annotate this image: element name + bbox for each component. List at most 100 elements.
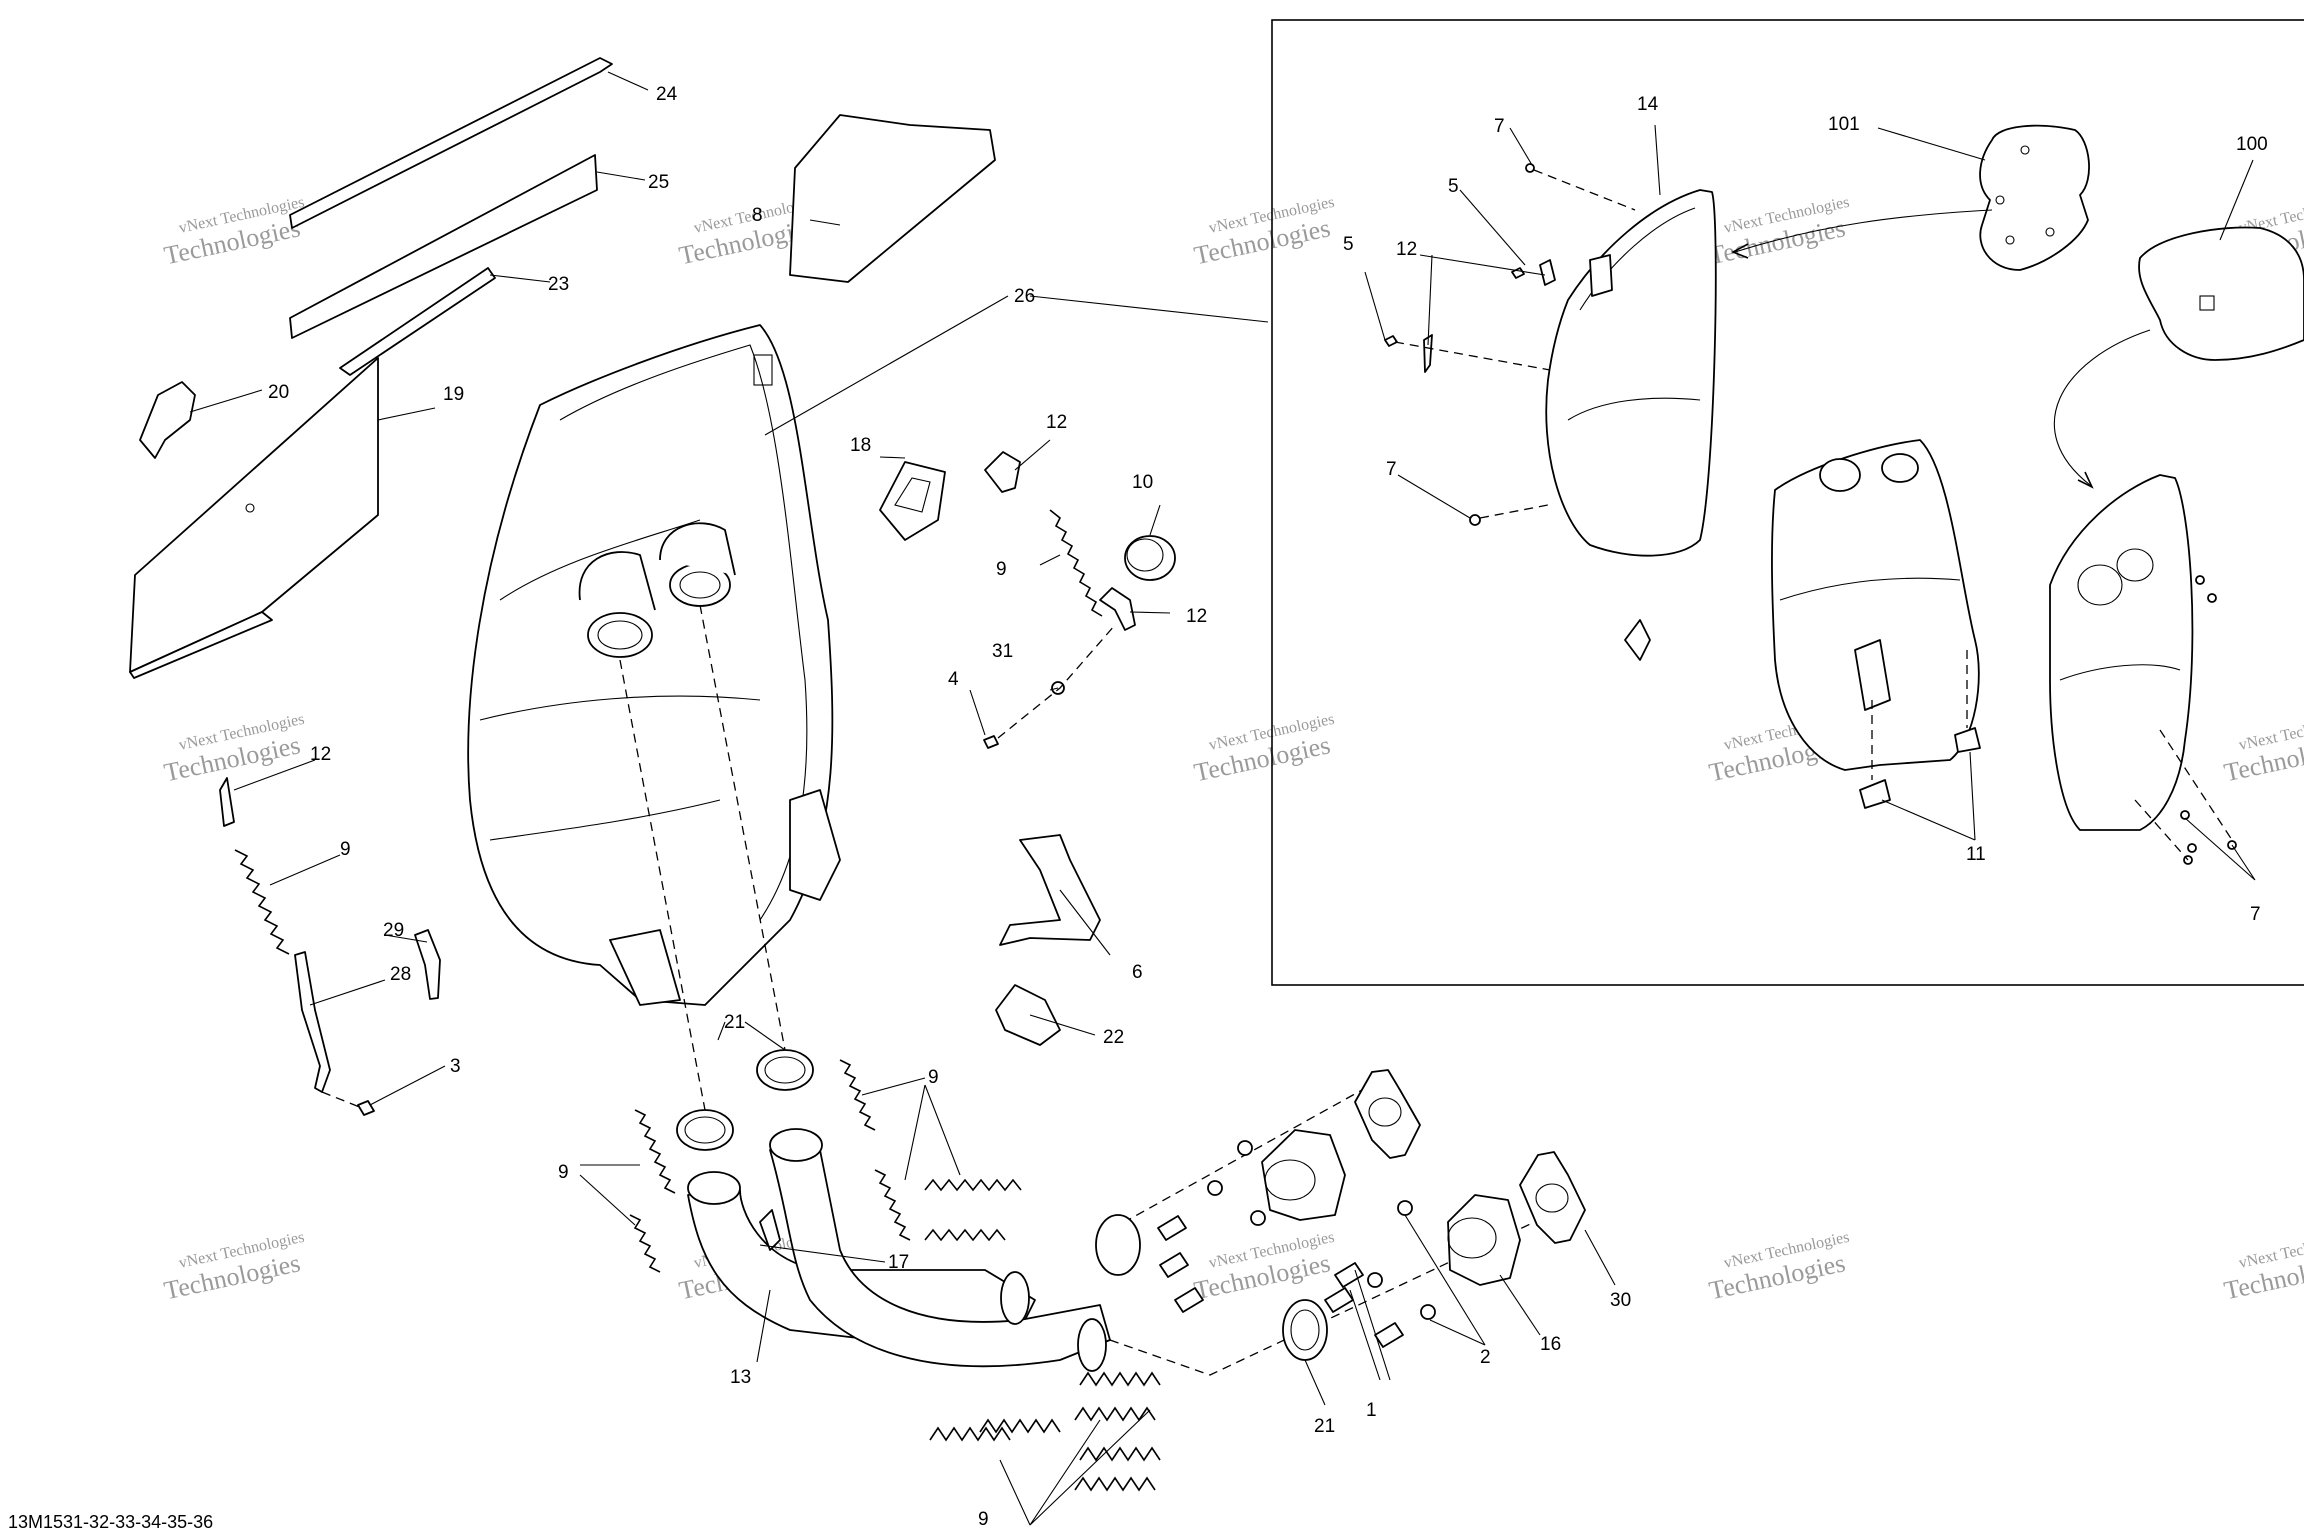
callout-19: 19 [443, 384, 464, 405]
leader-7-left [1479, 504, 1549, 519]
part-12-bracket-left [219, 777, 235, 827]
part-9-spring-upper [1049, 509, 1103, 617]
part-22-clip [995, 984, 1061, 1046]
callout-6: 6 [1132, 962, 1143, 983]
part-100-pad [2138, 226, 2304, 361]
callout-21-bottom: 21 [1314, 1416, 1335, 1437]
callout-12-left: 12 [310, 744, 331, 765]
part-30-gasket-upper [1354, 1069, 1421, 1159]
part-28-bracket [294, 951, 331, 1093]
leader-pipe-flange-lower [1109, 1209, 1561, 1376]
part-14-muffler-cover [1545, 189, 1717, 661]
part-19-lower-lip [129, 611, 273, 679]
rear-cover-port-b [2116, 548, 2154, 582]
part-9-spring-l [1079, 1446, 1161, 1462]
inset-muffler [1771, 439, 1980, 771]
inset-muffler-rear [2049, 474, 2194, 831]
callout-25: 25 [648, 172, 669, 193]
part-1-bolt-a [1157, 1215, 1187, 1241]
callout-10: 10 [1132, 472, 1153, 493]
callout-12-inset: 12 [1396, 239, 1417, 260]
callout-100: 100 [2236, 134, 2268, 155]
part-16-flange-upper [1261, 1129, 1346, 1221]
part-12-clip-inset [1539, 259, 1556, 286]
part-101-hole-c [2045, 227, 2055, 237]
part-101-hole-b [1995, 195, 2005, 205]
part-9-spring-j [1079, 1371, 1161, 1387]
callout-1: 1 [1366, 1400, 1377, 1421]
part-24-trim-strip [289, 57, 613, 229]
callout-9-left: 9 [340, 839, 351, 860]
part-1-bolt-f [1374, 1322, 1404, 1348]
part-2-washer-d [1397, 1200, 1413, 1216]
part-26-muffler [467, 324, 841, 1006]
part-7-nut-left [1469, 514, 1481, 526]
part-9-spring-k [1074, 1476, 1156, 1492]
part-23-seal-strip [339, 267, 496, 376]
part-7-nut-right-c [2180, 810, 2190, 820]
part-1-bolt-c [1174, 1287, 1204, 1313]
part-8-cover [789, 114, 996, 283]
callout-11: 11 [1966, 844, 1986, 865]
callout-16: 16 [1540, 1334, 1561, 1355]
callout-9-pipes-left: 9 [558, 1162, 569, 1183]
callout-7-left: 7 [1386, 459, 1397, 480]
callout-7-right: 7 [2250, 904, 2261, 925]
part-2-washer-b [1207, 1180, 1223, 1196]
leader-7-right [2134, 729, 2233, 861]
part-25-panel-strip [289, 154, 598, 339]
callout-2: 2 [1480, 1347, 1491, 1368]
part-10-cap [1124, 535, 1176, 581]
part-20-bracket [139, 381, 196, 459]
callout-20: 20 [268, 382, 289, 403]
callout-30: 30 [1610, 1290, 1631, 1311]
part-16-flange-lower [1447, 1194, 1521, 1286]
callout-26: 26 [1014, 286, 1035, 307]
part-7-nut-upper [1525, 163, 1535, 173]
callout-14: 14 [1637, 94, 1659, 115]
part-6-shield [999, 834, 1101, 946]
part-18-clamp [879, 461, 946, 541]
callout-9-pipes-right: 9 [928, 1067, 939, 1088]
part-16-flange-lower-bore [1447, 1217, 1497, 1259]
part-9-spring-h [979, 1418, 1061, 1434]
callout-101: 101 [1828, 114, 1860, 135]
part-7-nut-right-a [2195, 575, 2205, 585]
part-9-spring-g [929, 1426, 1011, 1442]
part-18-slot [894, 477, 931, 513]
part-21-ring-lower-inner [1290, 1309, 1320, 1351]
part-7-nut-right-b [2207, 593, 2217, 603]
part-2-washer-e [1367, 1272, 1383, 1288]
arrow-101-to-cover [1734, 209, 1993, 253]
leader-5-left [1394, 341, 1551, 371]
callout-3: 3 [450, 1056, 461, 1077]
part-2-washer-f [1420, 1304, 1436, 1320]
part-3-bolt [357, 1100, 375, 1116]
callout-5-left: 5 [1343, 234, 1354, 255]
part-1-bolt-e [1334, 1262, 1364, 1288]
callout-8: 8 [752, 205, 763, 226]
callout-9-bottom: 9 [978, 1509, 989, 1530]
part-30-gasket-lower-bore [1535, 1183, 1569, 1213]
leader-31-4 [997, 624, 1116, 739]
part-16-flange-upper-bore [1264, 1159, 1316, 1201]
part-2-washer-c [1250, 1210, 1266, 1226]
part-9-spring-f [924, 1228, 1006, 1242]
part-9-spring-a [634, 1109, 676, 1194]
callout-22: 22 [1103, 1027, 1124, 1048]
part-9-spring-c [839, 1059, 876, 1131]
part-9-spring-e [924, 1178, 1022, 1192]
arrow-100-head [2077, 471, 2094, 489]
callout-17: 17 [888, 1252, 909, 1273]
callout-18: 18 [850, 435, 871, 456]
leader-muffler-rings [619, 604, 786, 1111]
part-7-nut-right-d [2187, 843, 2197, 853]
part-1-bolt-d [1324, 1287, 1354, 1313]
part-21-ring-right-inner [764, 1056, 806, 1084]
arrow-100-to-cover [2053, 329, 2151, 486]
part-5-screw-left [1384, 335, 1398, 347]
part-2-washer-a [1237, 1140, 1253, 1156]
leader-28-3 [321, 1091, 363, 1109]
part-12-bracket-top [984, 451, 1021, 493]
callout-28: 28 [390, 964, 411, 985]
